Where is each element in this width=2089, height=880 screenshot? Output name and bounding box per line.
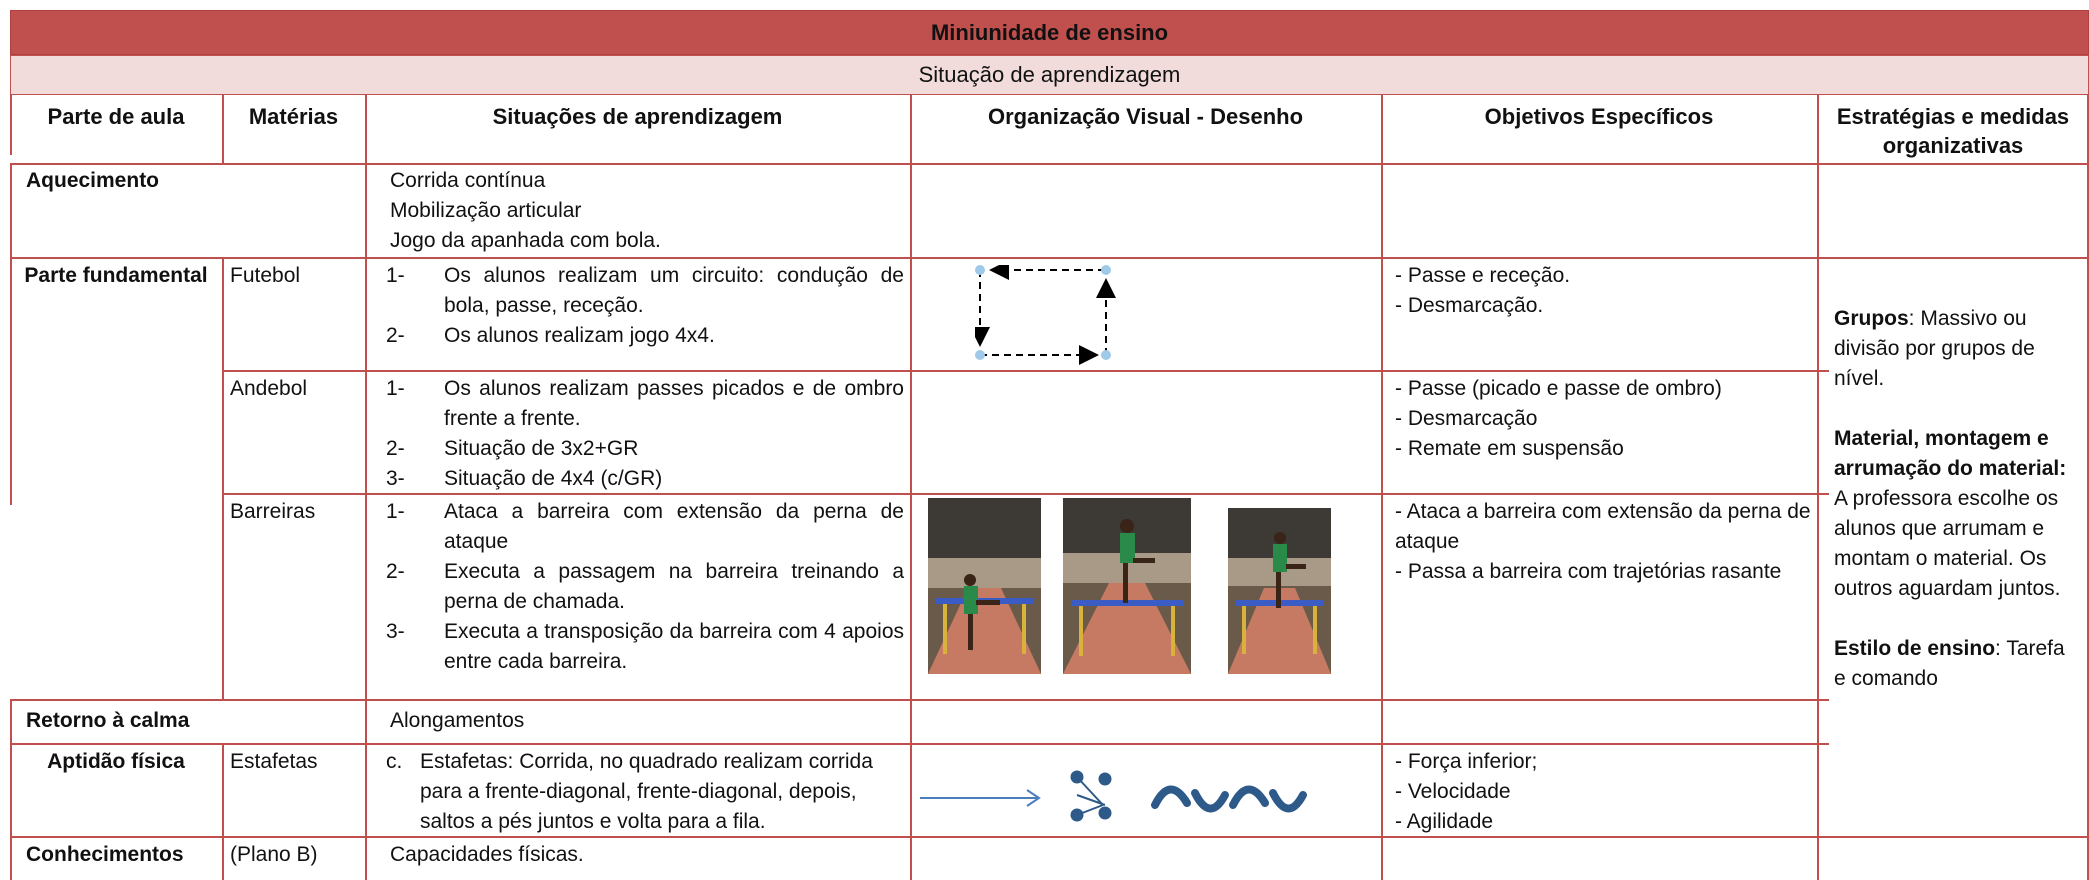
list-item: 3-Situação de 4x4 (c/GR) — [386, 467, 663, 490]
col-divider — [222, 95, 224, 163]
estafetas-diagram — [920, 770, 1307, 822]
col-divider — [222, 257, 224, 699]
conhecimentos-materia: (Plano B) — [230, 843, 318, 866]
col-divider — [910, 95, 912, 880]
list-item: Mobilização articular — [390, 199, 582, 222]
list-item: - Velocidade — [1395, 780, 1511, 803]
futebol-steps: 1-Os alunos realizam um circuito: conduç… — [386, 261, 904, 351]
list-item: 1-Ataca a barreira com extensão da perna… — [386, 500, 904, 553]
retorno-item: Alongamentos — [390, 709, 525, 732]
list-item: - Passe e receção. — [1395, 264, 1571, 287]
list-item: - Força inferior; — [1395, 750, 1538, 773]
list-item: 1-Os alunos realizam um circuito: conduç… — [386, 264, 904, 317]
list-item: 2-Os alunos realizam jogo 4x4. — [386, 324, 715, 347]
aptidao-steps: c.Estafetas: Corrida, no quadrado realiz… — [386, 747, 904, 837]
parte-fundamental-label: Parte fundamental — [24, 264, 208, 287]
header-estrategias: Estratégias e medidas organizativas — [1836, 104, 2070, 158]
arrow-head — [1026, 789, 1041, 807]
aquecimento-list: Corrida contínua Mobilização articular J… — [390, 166, 900, 256]
col-divider — [10, 163, 12, 257]
andebol-steps: 1-Os alunos realizam passes picados e de… — [386, 374, 904, 494]
retorno-label: Retorno à calma — [26, 709, 190, 732]
estrategias-grupos: Grupos: Massivo ou divisão por grupos de… — [1834, 307, 2035, 390]
header-organizacao: Organização Visual - Desenho — [987, 104, 1304, 129]
hurdle-photo-3 — [1228, 508, 1331, 674]
hurdle-photo-2 — [1063, 498, 1191, 674]
jump-arcs-icon — [1151, 785, 1307, 813]
aptidao-label: Aptidão física — [47, 750, 185, 773]
list-item: - Ataca a barreira com extensão da perna… — [1395, 500, 1811, 553]
barreiras-steps: 1-Ataca a barreira com extensão da perna… — [386, 497, 904, 677]
list-item: - Passa a barreira com trajetórias rasan… — [1395, 560, 1782, 583]
aptidao-objetivos: - Força inferior; - Velocidade - Agilida… — [1395, 747, 1815, 837]
col-divider — [10, 699, 12, 880]
lesson-plan-document: Miniunidade de ensino Situação de aprend… — [10, 10, 2089, 880]
col-divider — [1817, 95, 1819, 880]
conhecimentos-item: Capacidades físicas. — [390, 843, 584, 866]
row-divider — [10, 699, 1829, 701]
futebol-materia: Futebol — [230, 264, 301, 287]
list-item: c.Estafetas: Corrida, no quadrado realiz… — [386, 750, 873, 833]
aptidao-materia: Estafetas — [230, 750, 318, 773]
row-divider — [10, 257, 2089, 259]
header-parte: Parte de aula — [47, 104, 185, 129]
barreiras-materia: Barreiras — [230, 500, 316, 523]
header-situacoes: Situações de aprendizagem — [492, 104, 783, 129]
col-divider — [10, 95, 12, 155]
futebol-objetivos: - Passe e receção. - Desmarcação. — [1395, 261, 1815, 321]
col-divider — [1381, 95, 1383, 880]
document-title: Miniunidade de ensino — [10, 10, 2089, 55]
document-subtitle: Situação de aprendizagem — [10, 55, 2089, 95]
header-materias: Matérias — [248, 104, 339, 129]
list-item: - Remate em suspensão — [1395, 437, 1624, 460]
estrategias-estilo: Estilo de ensino: Tarefa e comando — [1834, 637, 2065, 690]
conhecimentos-label: Conhecimentos — [26, 843, 184, 866]
aquecimento-label: Aquecimento — [26, 169, 160, 192]
list-item: 3-Executa a transposição da barreira com… — [386, 620, 904, 673]
list-item: 2-Executa a passagem na barreira treinan… — [386, 560, 904, 613]
estrategias-content: Grupos: Massivo ou divisão por grupos de… — [1834, 304, 2082, 694]
col-divider — [2087, 95, 2089, 880]
col-divider — [10, 257, 12, 505]
barreiras-objetivos: - Ataca a barreira com extensão da perna… — [1395, 497, 1815, 587]
col-divider — [365, 95, 367, 880]
list-item: 2-Situação de 3x2+GR — [386, 437, 639, 460]
list-item: Corrida contínua — [390, 169, 546, 192]
row-divider — [10, 836, 2089, 838]
hurdle-photo-1 — [928, 498, 1041, 674]
row-divider — [10, 163, 2089, 165]
andebol-objetivos: - Passe (picado e passe de ombro) - Desm… — [1395, 374, 1815, 464]
futebol-circuit-diagram — [975, 265, 1116, 365]
row-divider — [222, 493, 1829, 495]
row-divider — [10, 743, 1829, 745]
cone-cluster-icon — [1070, 770, 1112, 822]
list-item: Jogo da apanhada com bola. — [390, 229, 661, 252]
estrategias-material: Material, montagem e arrumação do materi… — [1834, 427, 2067, 600]
list-item: - Desmarcação — [1395, 407, 1538, 430]
list-item: - Desmarcação. — [1395, 294, 1544, 317]
list-item: - Agilidade — [1395, 810, 1494, 833]
list-item: 1-Os alunos realizam passes picados e de… — [386, 377, 904, 430]
row-divider — [222, 370, 1829, 372]
col-divider — [222, 743, 224, 880]
header-objetivos: Objetivos Específicos — [1484, 104, 1714, 129]
list-item: - Passe (picado e passe de ombro) — [1395, 377, 1722, 400]
andebol-materia: Andebol — [230, 377, 308, 400]
